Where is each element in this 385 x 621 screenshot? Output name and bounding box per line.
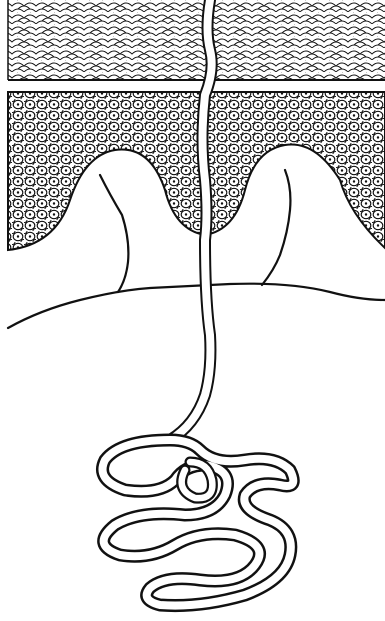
illustration-canvas bbox=[0, 0, 385, 621]
sweat-gland-illustration bbox=[0, 0, 385, 621]
stipple-halo bbox=[0, 0, 385, 621]
